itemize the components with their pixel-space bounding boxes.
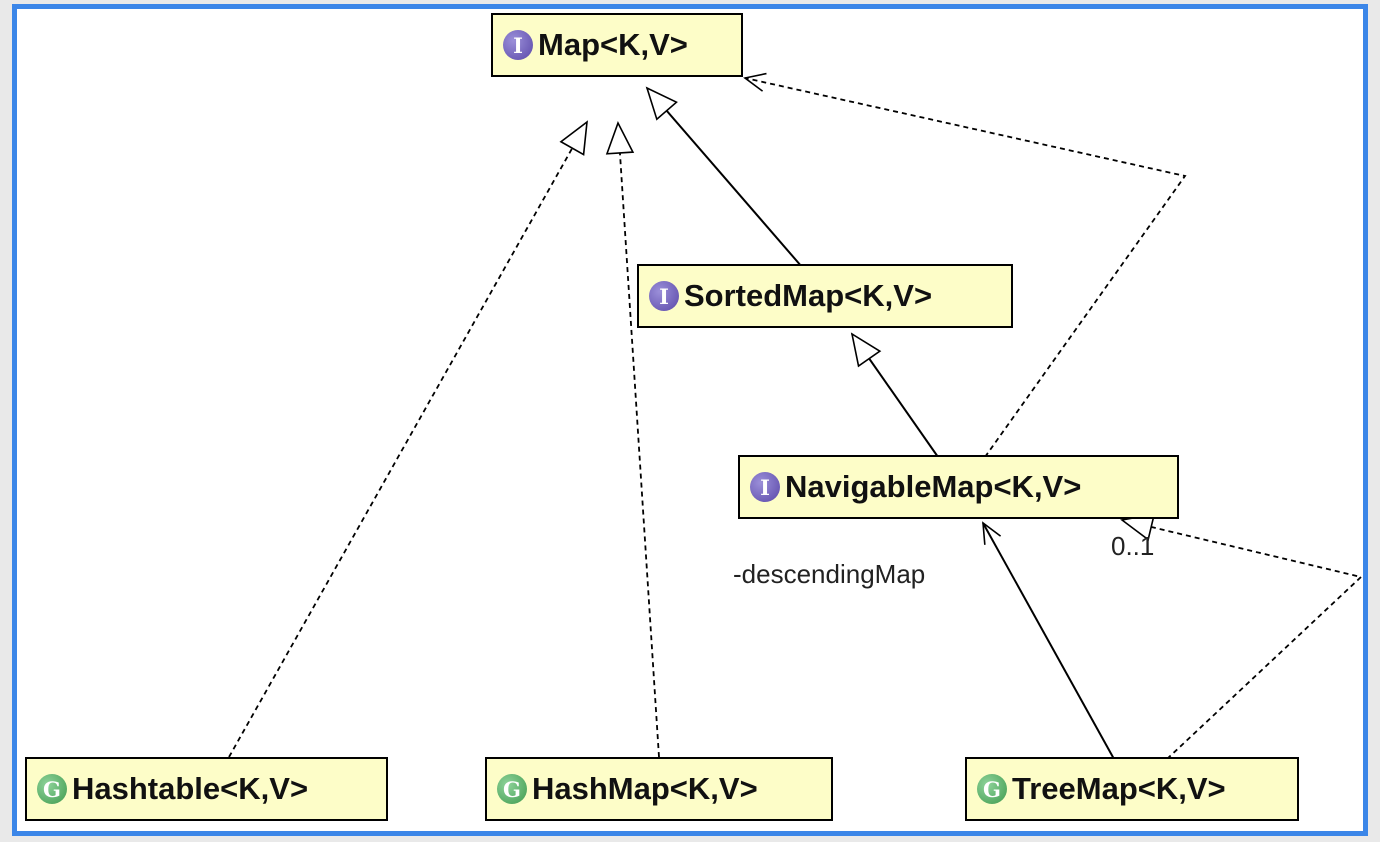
interface-icon: I [503,30,533,60]
node-hashmap-name: HashMap<K,V> [532,771,758,806]
node-hashtable[interactable]: G Hashtable<K,V> [25,757,388,821]
interface-icon: I [750,472,780,502]
node-treemap-name: TreeMap<K,V> [1012,771,1226,806]
association-multiplicity-label: 0..1 [1111,531,1155,561]
edge-sortedmap-to-map [647,88,803,268]
node-hashtable-name: Hashtable<K,V> [72,771,309,806]
class-icon: G [37,774,67,804]
edge-treemap-descendingmap [982,521,1115,760]
node-map-name: Map<K,V> [538,27,688,62]
node-map[interactable]: I Map<K,V> [491,13,743,77]
diagram-canvas: I Map<K,V> I SortedMap<K,V> I NavigableM… [12,4,1368,836]
class-icon: G [977,774,1007,804]
edge-navigablemap-to-map [743,72,1187,458]
edge-hashtable-to-map [228,122,587,758]
node-navigablemap-name: NavigableMap<K,V> [785,469,1082,504]
edge-navigablemap-to-sortedmap [852,334,939,458]
class-icon: G [497,774,527,804]
interface-icon: I [649,281,679,311]
node-sortedmap-name: SortedMap<K,V> [684,278,933,313]
association-role-label: -descendingMap [733,559,926,589]
node-hashmap[interactable]: G HashMap<K,V> [485,757,833,821]
edge-hashmap-to-map [618,123,660,758]
node-treemap[interactable]: G TreeMap<K,V> [965,757,1299,821]
node-navigablemap[interactable]: I NavigableMap<K,V> [738,455,1179,519]
edge-layer [228,72,1363,760]
edge-treemap-to-navigablemap [1122,520,1363,760]
node-sortedmap[interactable]: I SortedMap<K,V> [637,264,1013,328]
